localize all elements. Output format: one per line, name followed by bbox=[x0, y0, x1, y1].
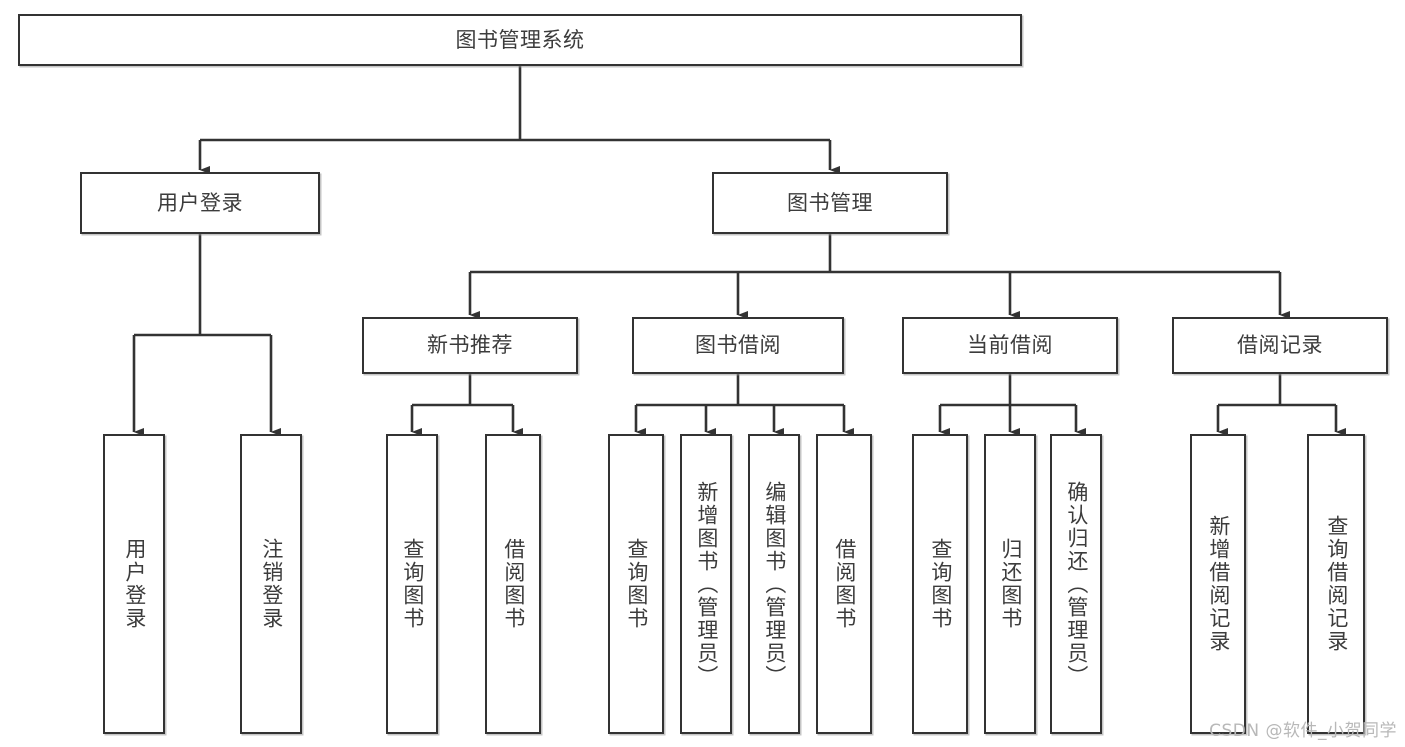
node-label: 用户登录 bbox=[122, 538, 147, 630]
node-leaf-q-rec[interactable]: 查询借阅记录 bbox=[1307, 434, 1365, 734]
node-leaf-add-rec[interactable]: 新增借阅记录 bbox=[1190, 434, 1246, 734]
node-label: 图书管理 bbox=[787, 190, 873, 215]
node-label: 新增借阅记录 bbox=[1206, 515, 1231, 653]
node-label: 图书管理系统 bbox=[455, 27, 585, 52]
node-current-borrow[interactable]: 当前借阅 bbox=[902, 317, 1118, 374]
node-leaf-borrow-1[interactable]: 借阅图书 bbox=[485, 434, 541, 734]
node-label: 归还图书 bbox=[998, 538, 1023, 630]
node-label: 查询图书 bbox=[928, 538, 953, 630]
node-leaf-q-book-2[interactable]: 查询图书 bbox=[608, 434, 664, 734]
node-label: 查询借阅记录 bbox=[1324, 515, 1349, 653]
node-leaf-q-book-1[interactable]: 查询图书 bbox=[386, 434, 438, 734]
node-root[interactable]: 图书管理系统 bbox=[18, 14, 1022, 66]
node-label: 借阅记录 bbox=[1237, 333, 1323, 358]
node-label: 编辑图书（管理员） bbox=[762, 480, 787, 688]
node-leaf-logout[interactable]: 注销登录 bbox=[240, 434, 302, 734]
node-label: 查询图书 bbox=[624, 538, 649, 630]
node-label: 注销登录 bbox=[259, 538, 284, 630]
node-book-borrow[interactable]: 图书借阅 bbox=[632, 317, 844, 374]
node-user-login[interactable]: 用户登录 bbox=[80, 172, 320, 234]
node-label: 借阅图书 bbox=[501, 538, 526, 630]
watermark-text: CSDN @软件_小贺同学 bbox=[1209, 721, 1397, 741]
node-leaf-add-book[interactable]: 新增图书（管理员） bbox=[680, 434, 732, 734]
node-new-book-rec[interactable]: 新书推荐 bbox=[362, 317, 578, 374]
node-book-manage[interactable]: 图书管理 bbox=[712, 172, 948, 234]
node-leaf-borrow-2[interactable]: 借阅图书 bbox=[816, 434, 872, 734]
node-leaf-conf-ret[interactable]: 确认归还（管理员） bbox=[1050, 434, 1102, 734]
node-borrow-record[interactable]: 借阅记录 bbox=[1172, 317, 1388, 374]
node-leaf-return[interactable]: 归还图书 bbox=[984, 434, 1036, 734]
node-leaf-user-login[interactable]: 用户登录 bbox=[103, 434, 165, 734]
node-label: 新书推荐 bbox=[427, 333, 513, 358]
node-label: 当前借阅 bbox=[967, 333, 1053, 358]
node-label: 借阅图书 bbox=[832, 538, 857, 630]
node-label: 图书借阅 bbox=[695, 333, 781, 358]
node-leaf-q-book-3[interactable]: 查询图书 bbox=[912, 434, 968, 734]
node-label: 新增图书（管理员） bbox=[694, 480, 719, 688]
node-leaf-edit-book[interactable]: 编辑图书（管理员） bbox=[748, 434, 800, 734]
node-label: 查询图书 bbox=[400, 538, 425, 630]
node-label: 确认归还（管理员） bbox=[1064, 480, 1089, 688]
node-label: 用户登录 bbox=[157, 190, 243, 215]
